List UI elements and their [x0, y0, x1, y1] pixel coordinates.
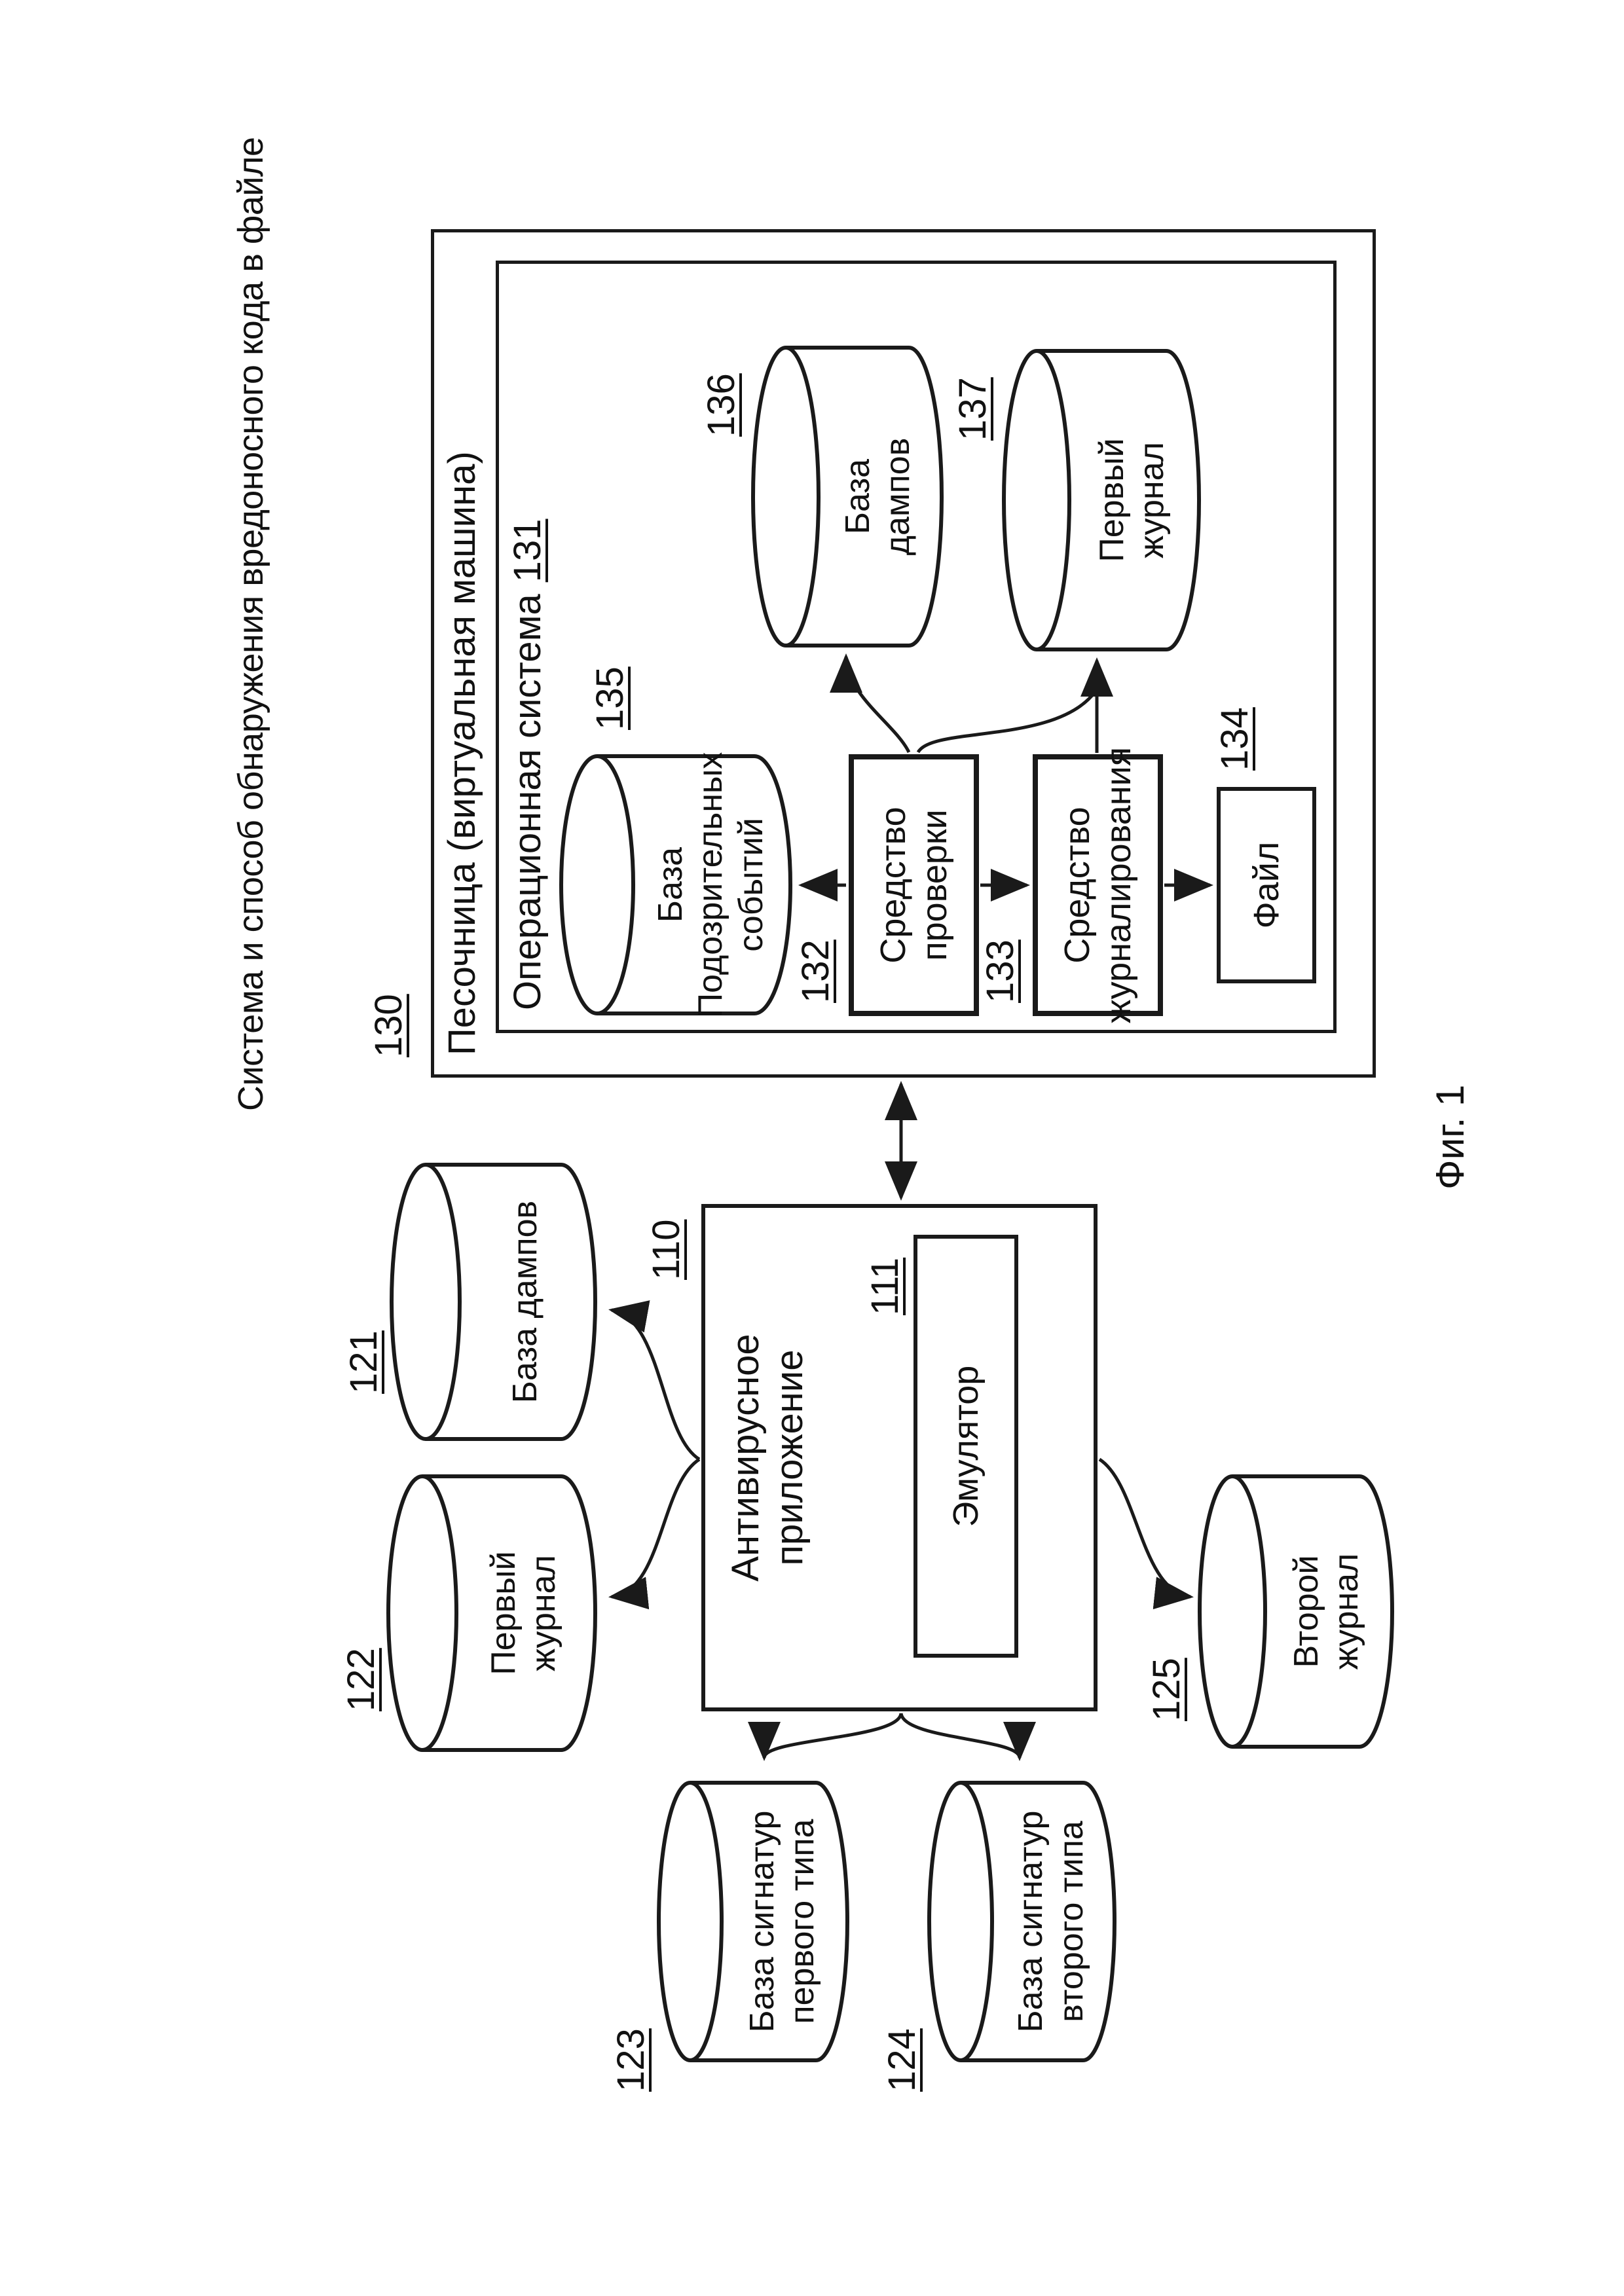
cylinder-shape — [390, 1163, 597, 1441]
cylinder-shape — [751, 346, 944, 647]
cylinder-signatures-type2: База сигнатур второго типа — [927, 1781, 1116, 2062]
cylinder-dumps-db: База дампов — [390, 1163, 597, 1441]
arrow-antivirus-to-second-log — [1098, 1457, 1194, 1609]
cylinder-second-log: Второй журнал — [1198, 1474, 1394, 1749]
arrow-checker-to-first-log-vm — [916, 691, 1096, 754]
cylinder-suspicious-events-db: База Подозрительных событий — [559, 752, 792, 1017]
arrow-antivirus-to-first-log — [608, 1457, 701, 1610]
cylinder-first-log-vm: Первый журнал — [1002, 349, 1201, 651]
cylinder-shape — [1002, 349, 1201, 651]
cylinder-shape — [657, 1781, 849, 2062]
arrow-antivirus-to-signatures-type1 — [748, 1713, 903, 1761]
cylinder-shape — [386, 1474, 597, 1752]
cylinder-first-log: Первый журнал — [386, 1474, 597, 1752]
arrow-antivirus-to-dumps-db — [608, 1300, 701, 1461]
arrow-checker-to-dumps-db-vm — [830, 653, 911, 754]
cylinder-signatures-type1: База сигнатур первого типа — [657, 1781, 849, 2062]
arrow-antivirus-to-signatures-type2 — [899, 1713, 1036, 1761]
cylinder-dumps-db-vm: База дампов — [751, 346, 944, 647]
cylinder-shape — [559, 754, 792, 1015]
cylinder-shape — [1198, 1474, 1394, 1749]
cylinder-shape — [927, 1781, 1116, 2062]
